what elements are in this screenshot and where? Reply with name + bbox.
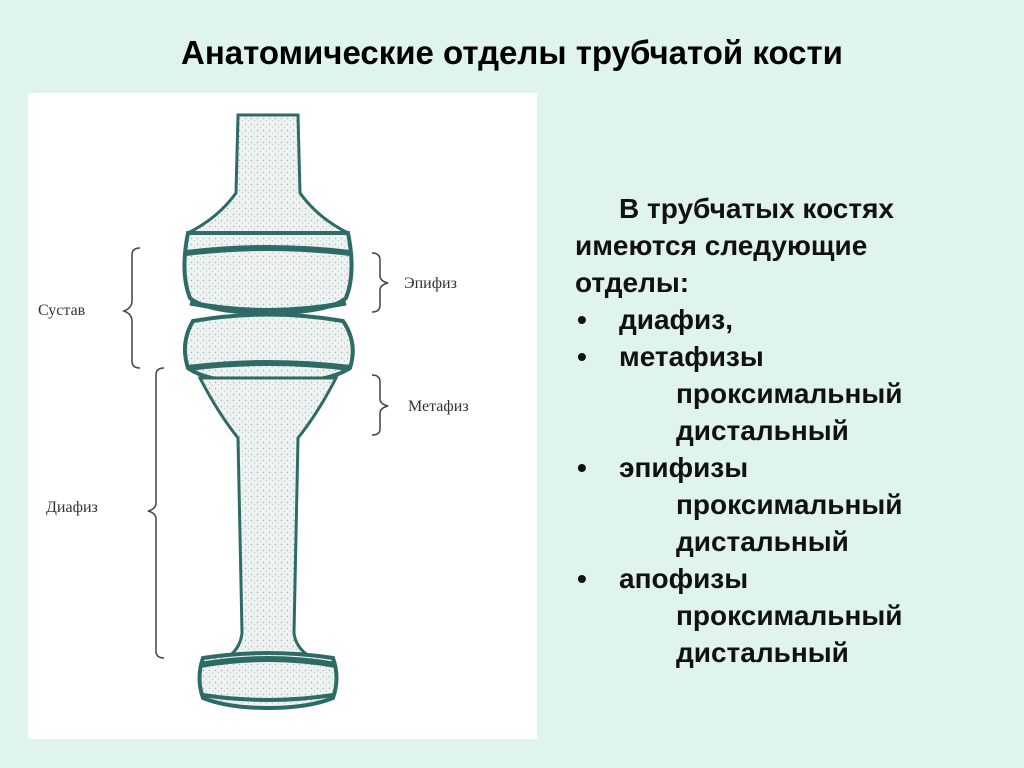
diaphysis-label: Диафиз — [46, 499, 98, 516]
list-item: • метафизы проксимальный дистальный — [575, 338, 995, 449]
list-item-label: эпифизы — [619, 452, 749, 483]
intro-line: отделы: — [575, 267, 690, 298]
diaphysis-bracket — [147, 367, 165, 659]
sub-item: дистальный — [676, 637, 849, 668]
bullet-glyph: • — [577, 304, 587, 335]
sub-item: проксимальный — [676, 600, 903, 631]
epiphysis-bracket — [371, 252, 389, 313]
bone-sections-text: В трубчатых костях имеются следующие отд… — [575, 190, 995, 671]
intro-text: В трубчатых костях имеются следующие отд… — [575, 190, 995, 301]
list-item: • диафиз, — [575, 301, 995, 338]
list-item: • эпифизы проксимальный дистальный — [575, 449, 995, 560]
list-item-label: диафиз, — [619, 304, 733, 335]
sub-item: проксимальный — [676, 489, 903, 520]
distal-epiphysis — [197, 651, 339, 711]
list-item: • апофизы проксимальный дистальный — [575, 560, 995, 671]
list-item-label: апофизы — [619, 563, 749, 594]
intro-line: имеются следующие — [575, 230, 868, 261]
bullet-glyph: • — [577, 452, 587, 483]
metaphysis-label: Метафиз — [408, 398, 469, 415]
bone-figure: Сустав Диафиз Эпифиз Метафиз — [28, 93, 537, 739]
bullet-glyph: • — [577, 341, 587, 372]
sub-item: проксимальный — [676, 378, 903, 409]
intro-line: В трубчатых костях — [619, 193, 894, 224]
list-item-label: метафизы — [619, 341, 764, 372]
diaphysis — [197, 376, 339, 665]
slide-title: Анатомические отделы трубчатой кости — [181, 34, 843, 71]
proximal-epiphysis — [182, 312, 355, 386]
sub-item: дистальный — [676, 526, 849, 557]
sections-list: • диафиз, • метафизы проксимальный диста… — [575, 301, 995, 671]
joint-bracket — [121, 247, 141, 369]
joint-label: Сустав — [38, 302, 86, 319]
epiphysis-label: Эпифиз — [404, 275, 457, 292]
bone-illustration — [121, 113, 389, 711]
upper-bone-shaft — [187, 113, 349, 235]
sub-item: дистальный — [676, 415, 849, 446]
metaphysis-bracket — [371, 374, 389, 436]
bullet-glyph: • — [577, 563, 587, 594]
